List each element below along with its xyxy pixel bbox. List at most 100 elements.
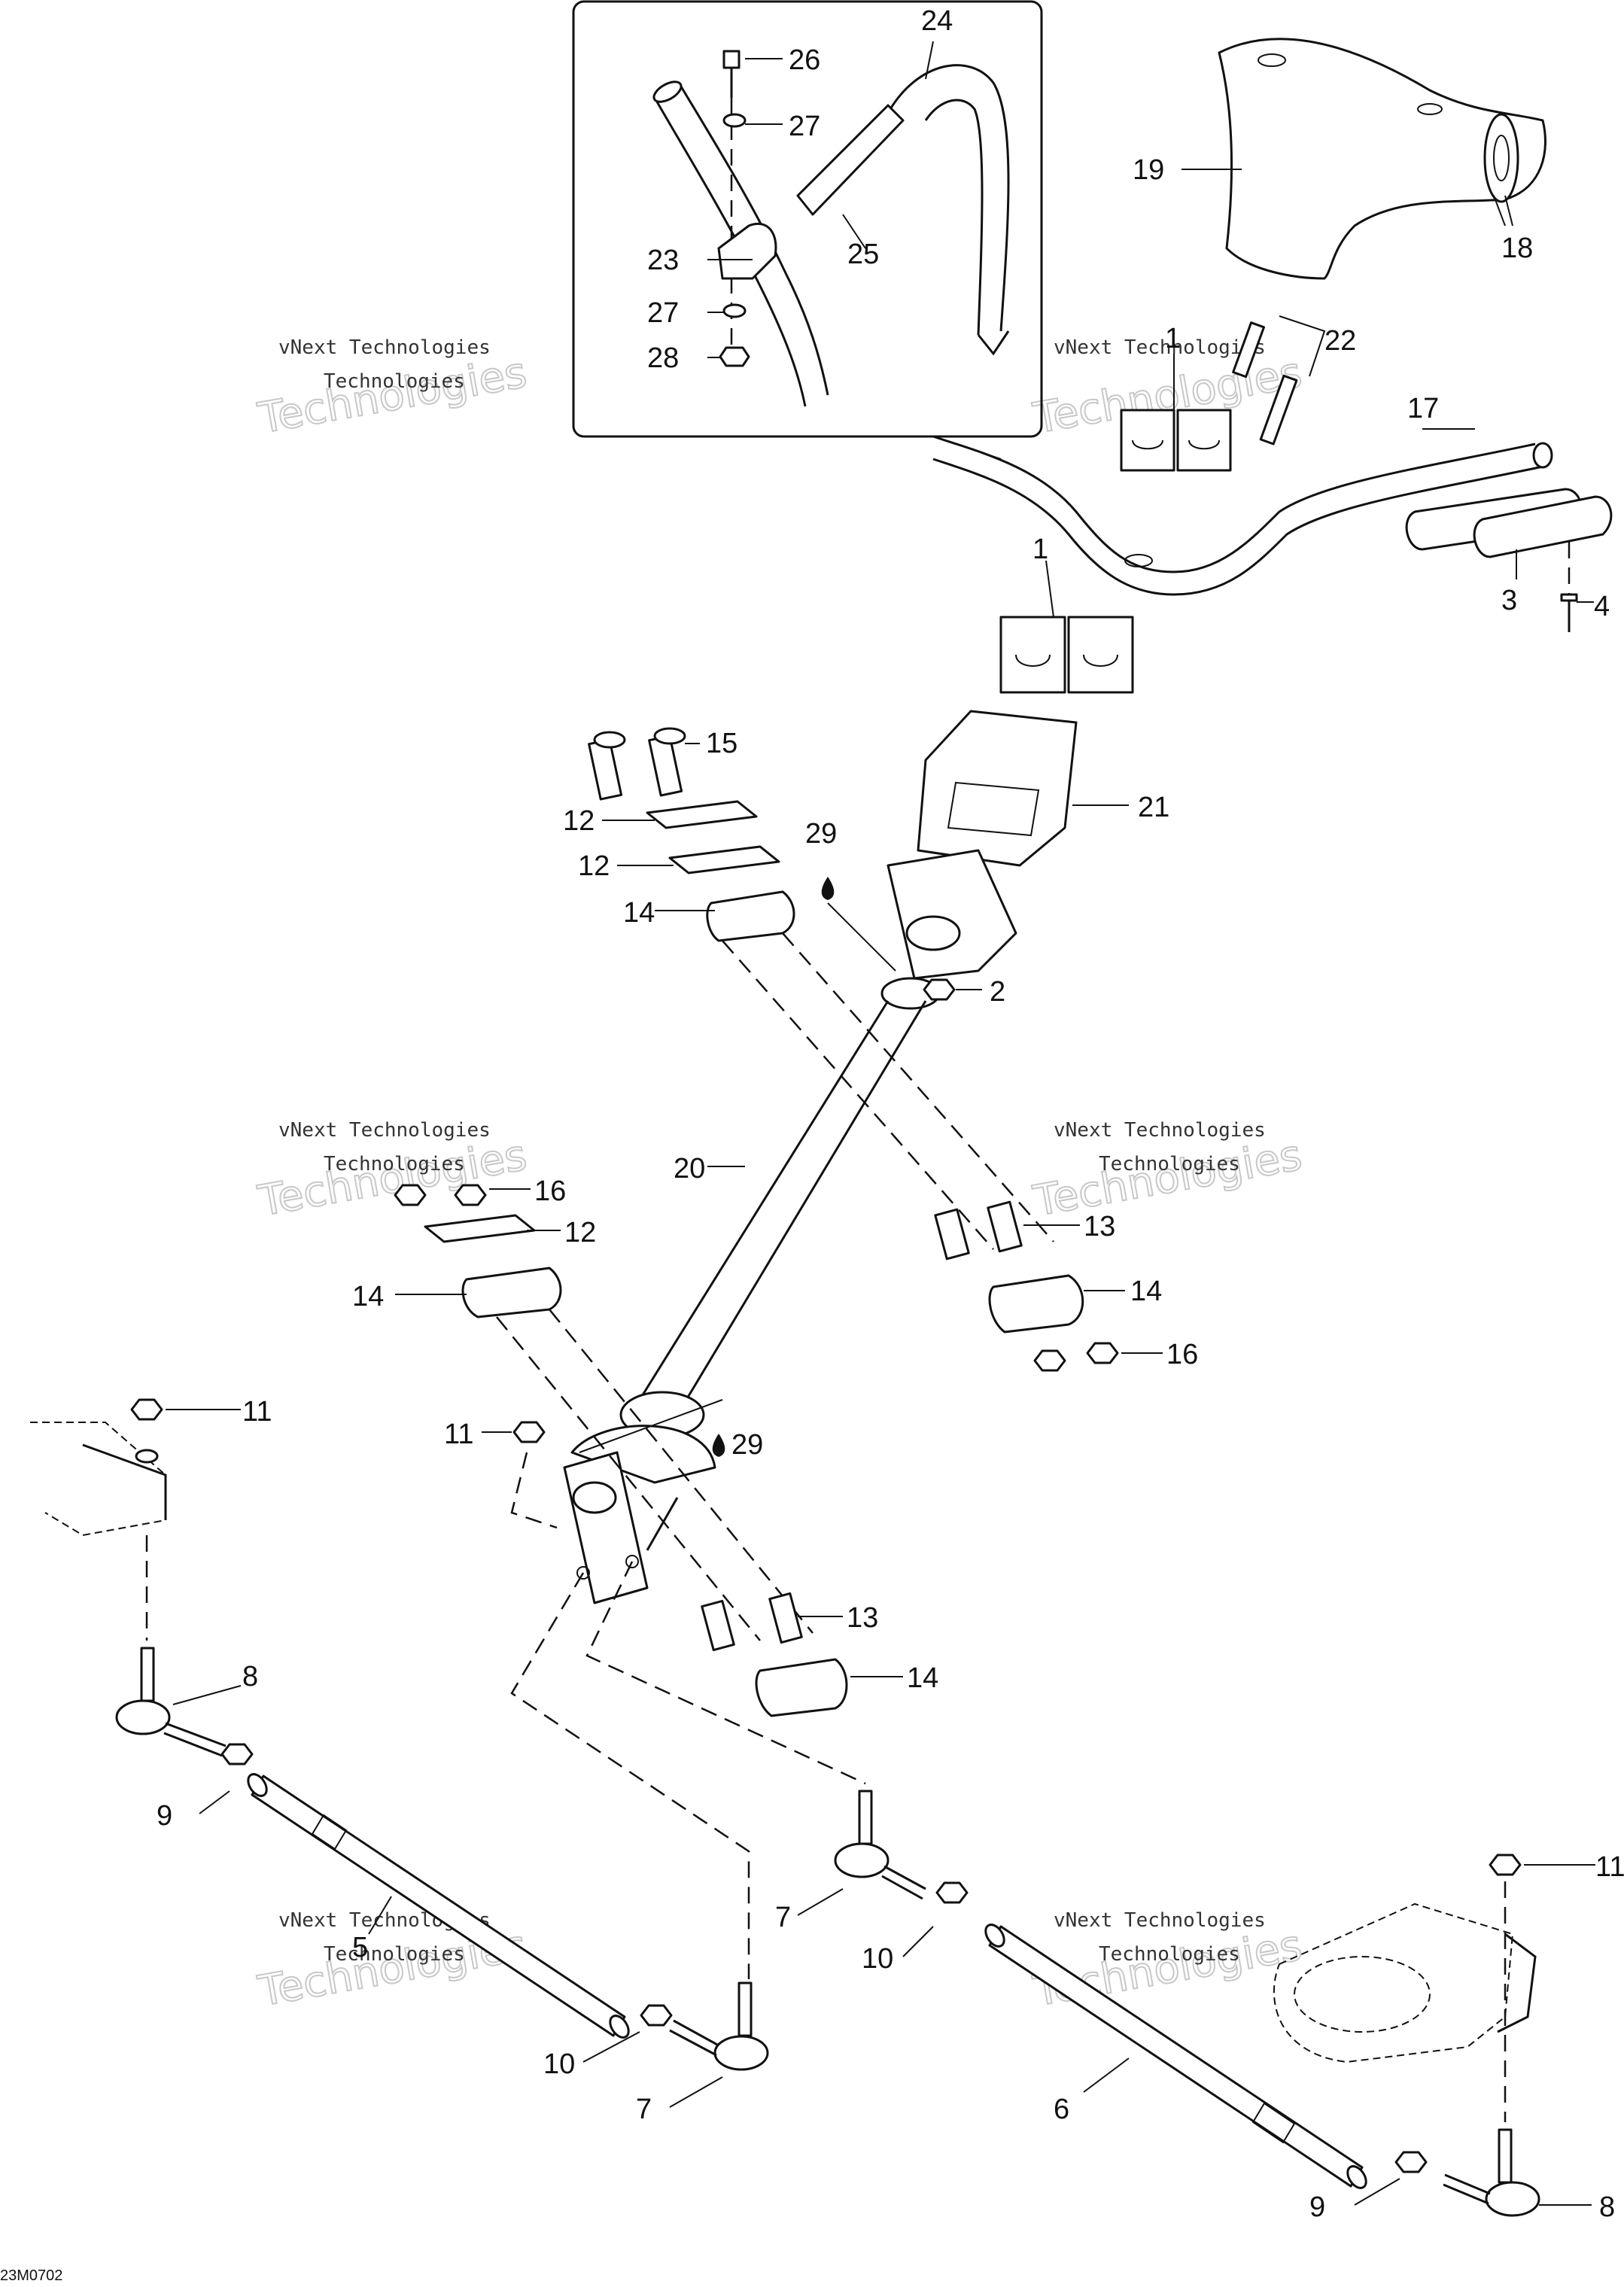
callout-1: 1 bbox=[1032, 534, 1048, 565]
upper-flange bbox=[887, 849, 1017, 980]
left-bracket: 11 11 bbox=[30, 1396, 558, 1641]
clamp-block bbox=[1120, 409, 1175, 472]
ball-joint bbox=[1485, 2181, 1540, 2217]
plate bbox=[424, 1214, 536, 1243]
support-clamps-right: 13 14 16 bbox=[934, 1200, 1198, 1372]
dowel bbox=[701, 1599, 735, 1652]
ball-joint bbox=[115, 1699, 171, 1735]
callout-16: 16 bbox=[1166, 1339, 1198, 1370]
callout-12: 12 bbox=[564, 1217, 596, 1248]
callout-11: 11 bbox=[242, 1396, 272, 1428]
callout-23: 23 bbox=[647, 245, 679, 276]
support-clamps-upper: 15 12 12 14 bbox=[563, 727, 1054, 1250]
inset-frame bbox=[572, 0, 1043, 438]
callout-14: 14 bbox=[623, 897, 655, 929]
callout-11: 11 bbox=[444, 1419, 473, 1450]
washer bbox=[722, 113, 747, 128]
nut bbox=[454, 1184, 487, 1206]
clamp-block bbox=[1067, 616, 1134, 694]
clamp bbox=[988, 1274, 1084, 1334]
nut bbox=[935, 1881, 969, 1904]
watermark-text: Technologies bbox=[324, 1943, 465, 1966]
callout-24: 24 bbox=[921, 5, 953, 37]
callout-5: 5 bbox=[352, 1932, 368, 1963]
callout-27: 27 bbox=[789, 111, 820, 142]
grip bbox=[1473, 495, 1613, 558]
watermark-text: Technologies bbox=[1029, 1131, 1306, 1227]
handlebar-cover: 19 18 bbox=[1133, 38, 1546, 280]
callout-25: 25 bbox=[847, 239, 879, 270]
callout-18: 18 bbox=[1501, 233, 1533, 264]
callout-12: 12 bbox=[563, 805, 595, 837]
callout-14: 14 bbox=[907, 1662, 938, 1694]
callout-29: 29 bbox=[805, 818, 837, 850]
watermark-text: vNext Technologies bbox=[278, 1119, 491, 1142]
watermark-text: vNext Technologies bbox=[1054, 1909, 1266, 1932]
bolt bbox=[722, 50, 741, 69]
oil-drop-icon bbox=[821, 877, 835, 900]
handlebar-section bbox=[653, 97, 807, 407]
nut bbox=[1033, 1349, 1066, 1372]
callout-28: 28 bbox=[647, 342, 679, 374]
clamp bbox=[706, 890, 795, 942]
pad-strip bbox=[796, 104, 905, 216]
callout-26: 26 bbox=[789, 44, 820, 76]
handlebar-assembly: 3 4 17 bbox=[932, 393, 1613, 632]
callout-20: 20 bbox=[674, 1153, 705, 1185]
bolt bbox=[1232, 321, 1265, 379]
watermark-text: Technologies bbox=[1099, 1153, 1240, 1175]
callout-3: 3 bbox=[1501, 585, 1517, 616]
callout-6: 6 bbox=[1054, 2094, 1069, 2125]
bolt bbox=[648, 734, 683, 797]
watermark-text: Technologies bbox=[254, 1131, 531, 1227]
watermark-text: vNext Technologies bbox=[278, 336, 491, 359]
clamp bbox=[461, 1267, 562, 1318]
ball-joint bbox=[834, 1842, 890, 1878]
bolt bbox=[588, 738, 623, 801]
rivet bbox=[1560, 593, 1578, 602]
nut bbox=[512, 1421, 546, 1443]
bolt bbox=[1259, 374, 1298, 446]
washer bbox=[722, 303, 747, 318]
callout-9: 9 bbox=[157, 1800, 172, 1832]
support-clamps-left: 16 12 14 13 14 bbox=[352, 1175, 938, 1717]
callout-7: 7 bbox=[775, 1902, 791, 1933]
figure-code: 23M0702 bbox=[0, 2267, 62, 2284]
watermark-text: Technologies bbox=[324, 370, 465, 393]
callout-2: 2 bbox=[990, 976, 1005, 1008]
inset-detail: 26 27 23 27 28 24 25 bbox=[572, 0, 1043, 460]
dowel bbox=[768, 1592, 803, 1644]
callout-10: 10 bbox=[862, 1943, 893, 1975]
nut bbox=[923, 978, 956, 1001]
nut bbox=[1394, 2151, 1428, 2173]
callout-8: 8 bbox=[242, 1661, 258, 1692]
nut bbox=[220, 1743, 254, 1765]
callout-16: 16 bbox=[534, 1175, 566, 1207]
upper-clamps: 1 22 1 bbox=[999, 315, 1356, 694]
callout-15: 15 bbox=[706, 728, 737, 759]
nut bbox=[394, 1184, 427, 1206]
callout-14: 14 bbox=[352, 1281, 384, 1312]
callout-13: 13 bbox=[847, 1602, 878, 1634]
clamp-block bbox=[1176, 409, 1232, 472]
callout-21: 21 bbox=[1138, 792, 1169, 823]
nut bbox=[1086, 1342, 1119, 1364]
tie-rods: 5 6 bbox=[247, 1773, 1367, 2189]
nut bbox=[1489, 1854, 1522, 1876]
callout-9: 9 bbox=[1309, 2191, 1325, 2223]
watermark-text: Technologies bbox=[254, 348, 531, 444]
oil-drop-icon bbox=[712, 1434, 725, 1457]
stud bbox=[140, 1647, 155, 1702]
steering-column: 20 2 29 29 bbox=[563, 818, 1017, 1604]
ball-joint bbox=[713, 2035, 769, 2071]
callout-27: 27 bbox=[647, 297, 679, 329]
nut bbox=[130, 1398, 163, 1421]
watermark-text: Technologies bbox=[1099, 1943, 1240, 1966]
watermark-text: vNext Technologies bbox=[1054, 1119, 1266, 1142]
dowel bbox=[987, 1200, 1023, 1253]
callout-8: 8 bbox=[1599, 2191, 1615, 2223]
nut bbox=[640, 2004, 673, 2027]
callout-19: 19 bbox=[1133, 154, 1164, 186]
right-bracket: 11 bbox=[1273, 1851, 1624, 2122]
watermark-text: Technologies bbox=[1029, 1921, 1306, 2017]
